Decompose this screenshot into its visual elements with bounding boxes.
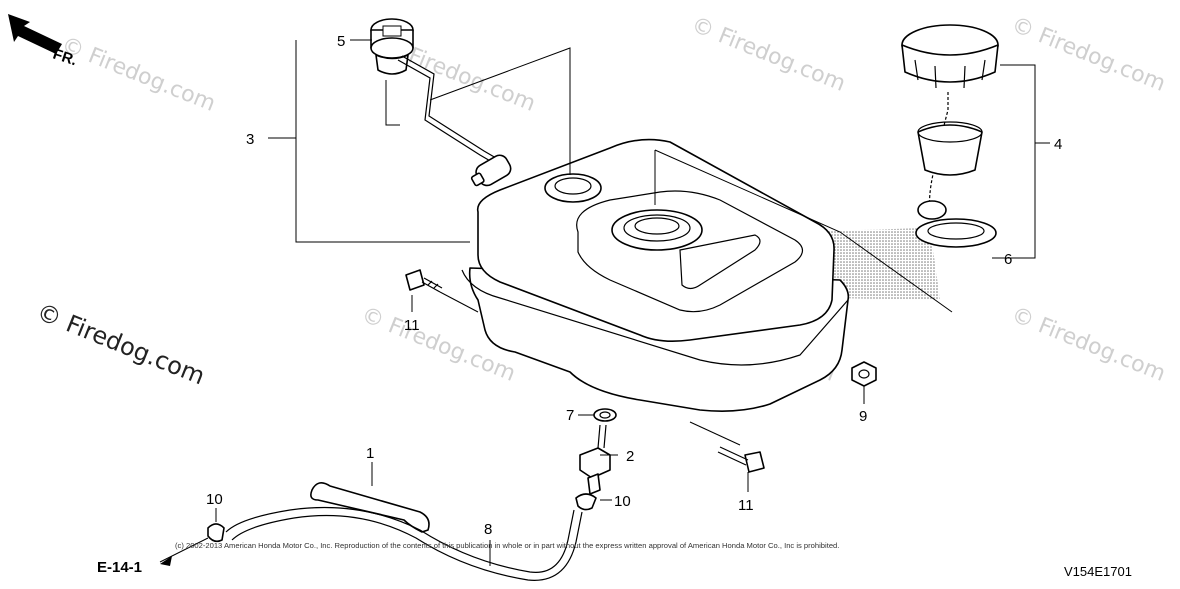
- flange-nut: [851, 361, 877, 387]
- tube-clip-left: [207, 523, 225, 543]
- watermark-text: © Firedog.com: [688, 12, 849, 96]
- watermark-text-large: © Firedog.com: [33, 298, 209, 391]
- callout-2[interactable]: 2: [626, 448, 634, 465]
- flange-bolt-lower: [717, 446, 765, 473]
- diagram-code: V154E1701: [1064, 564, 1132, 579]
- callout-9[interactable]: 9: [859, 408, 867, 425]
- callout-8[interactable]: 8: [484, 521, 492, 538]
- callout-4[interactable]: 4: [1054, 136, 1062, 153]
- fuel-cock: [579, 424, 611, 495]
- callout-7[interactable]: 7: [566, 407, 574, 424]
- callout-6[interactable]: 6: [1004, 251, 1012, 268]
- callout-1[interactable]: 1: [366, 445, 374, 462]
- flange-bolt-upper: [405, 269, 443, 293]
- callout-11-upper[interactable]: 11: [404, 317, 420, 334]
- callout-10-left[interactable]: 10: [206, 491, 223, 508]
- front-direction-label: FR.: [51, 46, 79, 70]
- fuel-tube: [225, 506, 583, 581]
- leader-lines: [159, 39, 1050, 566]
- fuel-cock-washer: [593, 408, 617, 422]
- callout-3[interactable]: 3: [246, 131, 254, 148]
- breather-tube: [310, 482, 430, 533]
- watermark-text: © Firedog.com: [1008, 12, 1169, 96]
- callout-numbers: 5 3 4 6 11 7 2 9 10 1 10 8 11: [206, 33, 1062, 538]
- fuel-gauge-assembly: [370, 18, 512, 187]
- callout-5[interactable]: 5: [337, 33, 345, 50]
- section-reference[interactable]: E-14-1: [97, 556, 172, 576]
- filler-gasket: [915, 218, 997, 248]
- copyright-notice: (c) 2002-2013 American Honda Motor Co., …: [175, 541, 839, 550]
- watermark-text: © Firedog.com: [58, 32, 219, 116]
- fuel-filler-cap: [901, 24, 999, 220]
- front-direction-arrow: FR.: [8, 14, 79, 69]
- tube-clip-right: [575, 493, 597, 511]
- callout-10-right[interactable]: 10: [614, 493, 631, 510]
- watermark-text: © Firedog.com: [1008, 302, 1169, 386]
- callout-11-lower[interactable]: 11: [738, 497, 754, 514]
- section-reference-label[interactable]: E-14-1: [97, 559, 142, 576]
